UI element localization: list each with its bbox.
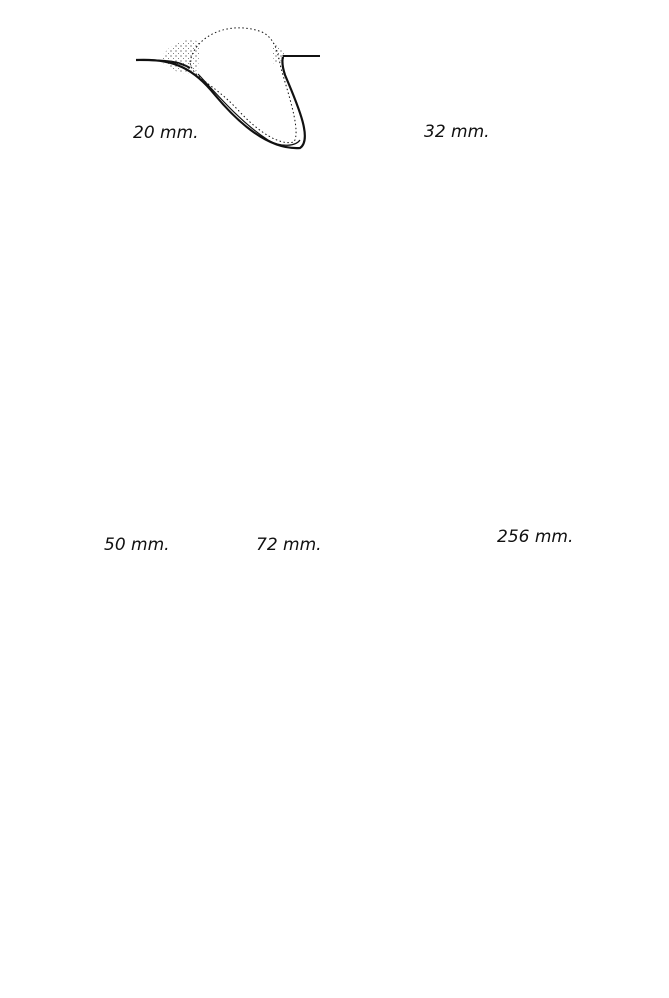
label-50mm: 50 mm. [104, 535, 170, 555]
stipple-patch-20 [160, 40, 200, 73]
label-20mm: 20 mm. [133, 123, 199, 143]
label-32mm: 32 mm. [424, 122, 490, 142]
label-256mm: 256 mm. [497, 527, 573, 547]
label-72mm: 72 mm. [256, 535, 322, 555]
outline-20-mid [198, 74, 300, 145]
